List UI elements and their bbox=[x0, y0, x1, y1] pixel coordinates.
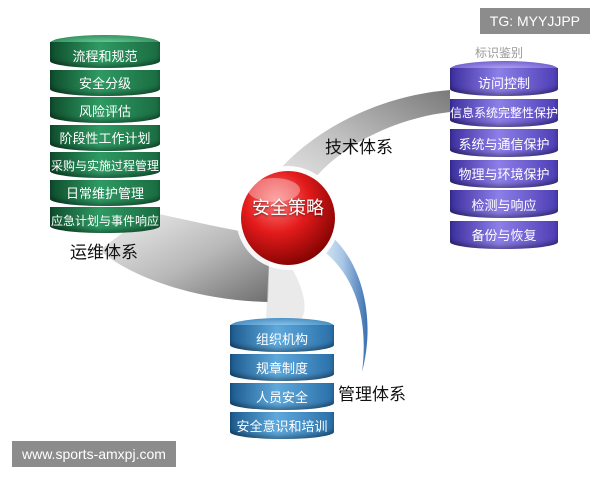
mgmt-item: 人员安全 bbox=[230, 383, 334, 410]
ops-item: 应急计划与事件响应 bbox=[50, 207, 160, 233]
tech-stack: 访问控制信息系统完整性保护系统与通信保护物理与环境保护检测与响应备份与恢复 bbox=[450, 61, 558, 251]
ops-system-label: 运维体系 bbox=[70, 243, 138, 263]
ops-item: 安全分级 bbox=[50, 69, 160, 96]
mgmt-stack: 组织机构规章制度人员安全安全意识和培训 bbox=[230, 318, 334, 441]
mgmt-item: 组织机构 bbox=[230, 325, 334, 352]
watermark-bottom: www.sports-amxpj.com bbox=[12, 441, 176, 467]
mgmt-item: 规章制度 bbox=[230, 354, 334, 381]
watermark-top: TG: MYYJJPP bbox=[479, 8, 590, 34]
ops-item: 采购与实施过程管理 bbox=[50, 152, 160, 178]
mgmt-system-label: 管理体系 bbox=[338, 385, 406, 405]
tech-system-label: 技术体系 bbox=[325, 138, 393, 158]
core-highlight bbox=[248, 178, 300, 202]
tech-item: 备份与恢复 bbox=[450, 220, 558, 249]
mgmt-sweep bbox=[306, 228, 368, 372]
core-label: 安全策略 bbox=[252, 198, 324, 219]
tech-item: 信息系统完整性保护 bbox=[450, 98, 558, 127]
tech-item: 物理与环境保护 bbox=[450, 159, 558, 188]
ops-sweep bbox=[100, 212, 270, 302]
ops-item: 阶段性工作计划 bbox=[50, 124, 160, 151]
tech-item: 系统与通信保护 bbox=[450, 129, 558, 157]
ops-item: 日常维护管理 bbox=[50, 179, 160, 206]
tech-item: 访问控制 bbox=[450, 68, 558, 96]
ops-item: 流程和规范 bbox=[50, 42, 160, 68]
tech-header-label: 标识鉴别 bbox=[475, 46, 524, 60]
ops-item: 风险评估 bbox=[50, 97, 160, 123]
core-ball bbox=[241, 171, 335, 265]
mgmt-item: 安全意识和培训 bbox=[230, 412, 334, 439]
tech-item: 检测与响应 bbox=[450, 190, 558, 218]
ops-stack: 流程和规范安全分级风险评估阶段性工作计划采购与实施过程管理日常维护管理应急计划与… bbox=[50, 35, 160, 235]
